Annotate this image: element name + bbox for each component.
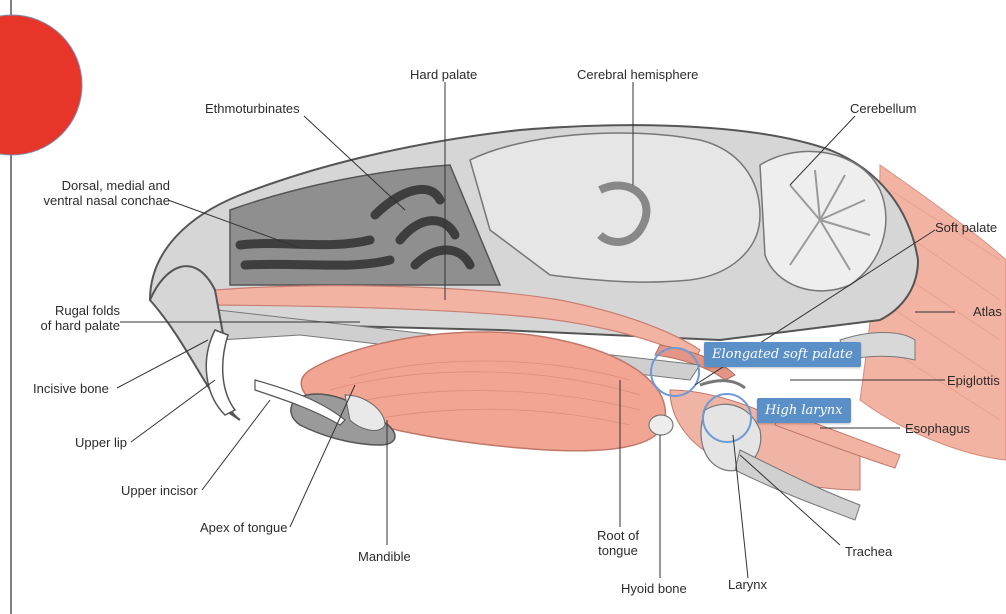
label-upper-lip: Upper lip (75, 435, 128, 450)
upper-incisor-tooth (205, 329, 237, 416)
label-ethmoturbinates: Ethmoturbinates (205, 101, 300, 116)
label-rugal-folds-line1: Rugal folds (54, 303, 120, 318)
label-root-of-tongue: Root of tongue (588, 528, 648, 558)
label-mandible: Mandible (358, 549, 411, 564)
label-trachea: Trachea (845, 544, 893, 559)
label-apex-of-tongue: Apex of tongue (200, 520, 288, 535)
soft-palate-highlight-circle (650, 347, 700, 397)
cerebrum (469, 132, 761, 283)
label-rugal-folds: Rugal folds of hard palate (22, 303, 120, 333)
label-atlas: Atlas (973, 304, 1002, 319)
lower-incisor-tooth (254, 379, 346, 426)
larynx-highlight-circle (702, 393, 752, 443)
label-hyoid-bone: Hyoid bone (621, 581, 687, 596)
red-accent-circle (0, 14, 83, 156)
label-incisive-bone: Incisive bone (33, 381, 109, 396)
label-root-of-tongue-line2: tongue (598, 543, 638, 558)
label-root-of-tongue-line1: Root of (597, 528, 639, 543)
label-epiglottis: Epiglottis (947, 373, 1000, 388)
callout-elongated-soft-palate: Elongated soft palate (704, 342, 861, 367)
label-cerebellum: Cerebellum (850, 101, 917, 116)
epiglottis-flap (699, 379, 746, 390)
label-nasal-conchae: Dorsal, medial and ventral nasal conchae (30, 178, 170, 208)
trachea-tube (734, 449, 861, 521)
label-upper-incisor: Upper incisor (121, 483, 198, 498)
label-esophagus: Esophagus (905, 421, 971, 436)
turbinates (235, 184, 475, 270)
label-nasal-conchae-line1: Dorsal, medial and (61, 178, 170, 193)
cerebellum-folia (789, 169, 871, 271)
label-hard-palate: Hard palate (410, 67, 478, 82)
callout-high-larynx: High larynx (757, 398, 851, 423)
label-larynx: Larynx (728, 577, 768, 592)
label-nasal-conchae-line2: ventral nasal conchae (43, 193, 170, 208)
label-soft-palate: Soft palate (935, 220, 998, 235)
hyoid-bone-shape (648, 414, 674, 436)
label-cerebral-hemisphere: Cerebral hemisphere (577, 67, 699, 82)
label-rugal-folds-line2: of hard palate (40, 318, 120, 333)
esophagus-tube (774, 409, 901, 469)
